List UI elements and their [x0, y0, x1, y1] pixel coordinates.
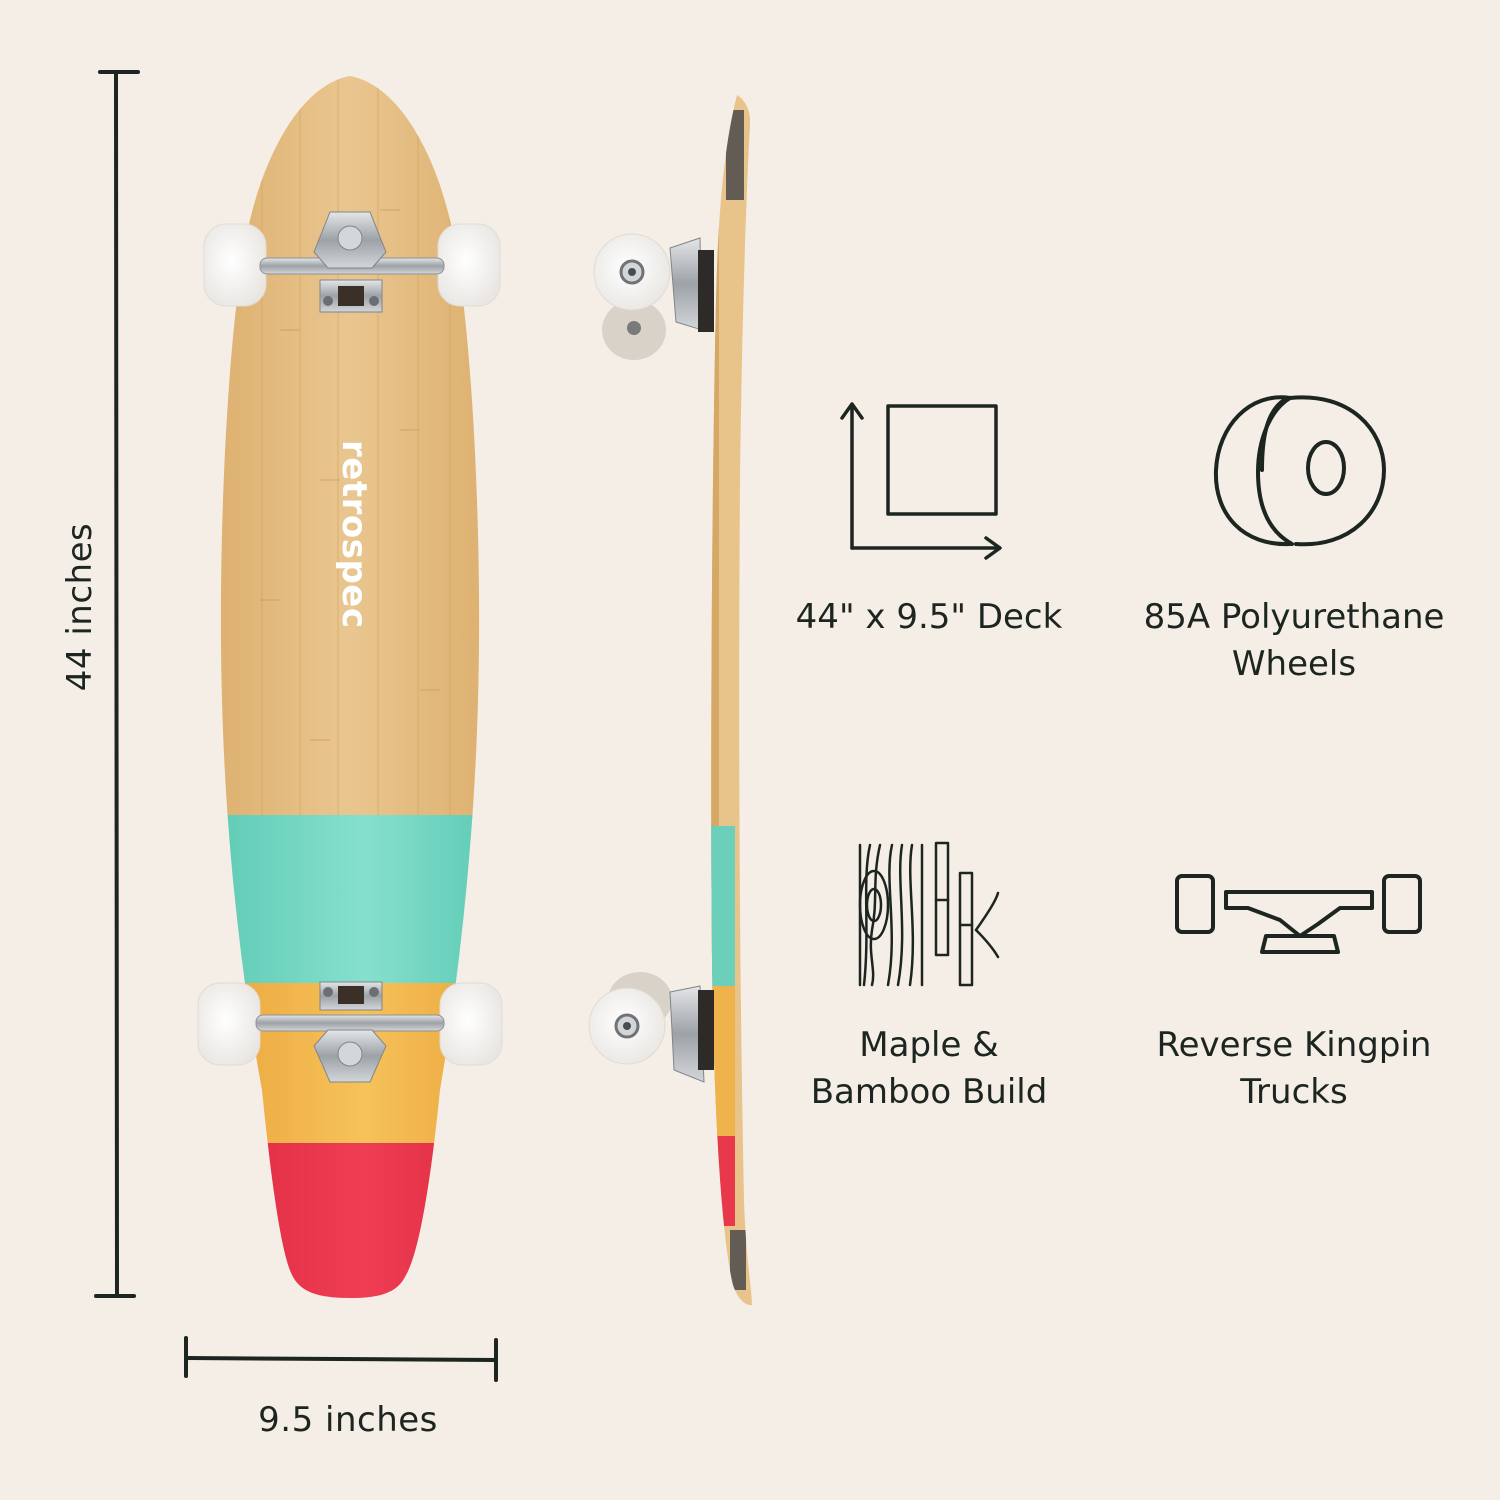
length-label: 44 inches	[60, 522, 100, 692]
feature-trucks-label: Reverse Kingpin Trucks	[1157, 1022, 1432, 1116]
rear-truck-side	[588, 972, 714, 1083]
wheel-icon	[1213, 395, 1387, 547]
front-truck-top	[203, 211, 501, 313]
feature-deck-line-1: 44" x 9.5" Deck	[795, 597, 1063, 637]
feature-trucks-line-2: Trucks	[1240, 1072, 1348, 1112]
width-label: 9.5 inches	[258, 1400, 438, 1440]
truck-icon	[1175, 874, 1422, 954]
feature-build-label: Maple & Bamboo Build	[811, 1022, 1048, 1116]
feature-wheels-line-2: Wheels	[1231, 644, 1357, 684]
wood-bamboo-icon	[858, 841, 1000, 987]
brand-logo: retrospec	[334, 440, 374, 629]
feature-wheels-line-1: 85A Polyurethane	[1143, 597, 1445, 637]
feature-wheels-label: 85A Polyurethane Wheels	[1144, 594, 1445, 688]
deck-size-icon	[840, 402, 1002, 560]
rear-truck-top	[197, 981, 503, 1083]
feature-build-line-2: Bamboo Build	[810, 1072, 1048, 1112]
front-truck-side	[593, 233, 714, 360]
width-dimension-line	[184, 1336, 498, 1382]
feature-build-line-1: Maple &	[859, 1025, 999, 1065]
length-dimension-line	[94, 70, 140, 1298]
feature-deck-label: 44" x 9.5" Deck	[796, 594, 1063, 641]
feature-trucks-line-1: Reverse Kingpin	[1156, 1025, 1432, 1065]
